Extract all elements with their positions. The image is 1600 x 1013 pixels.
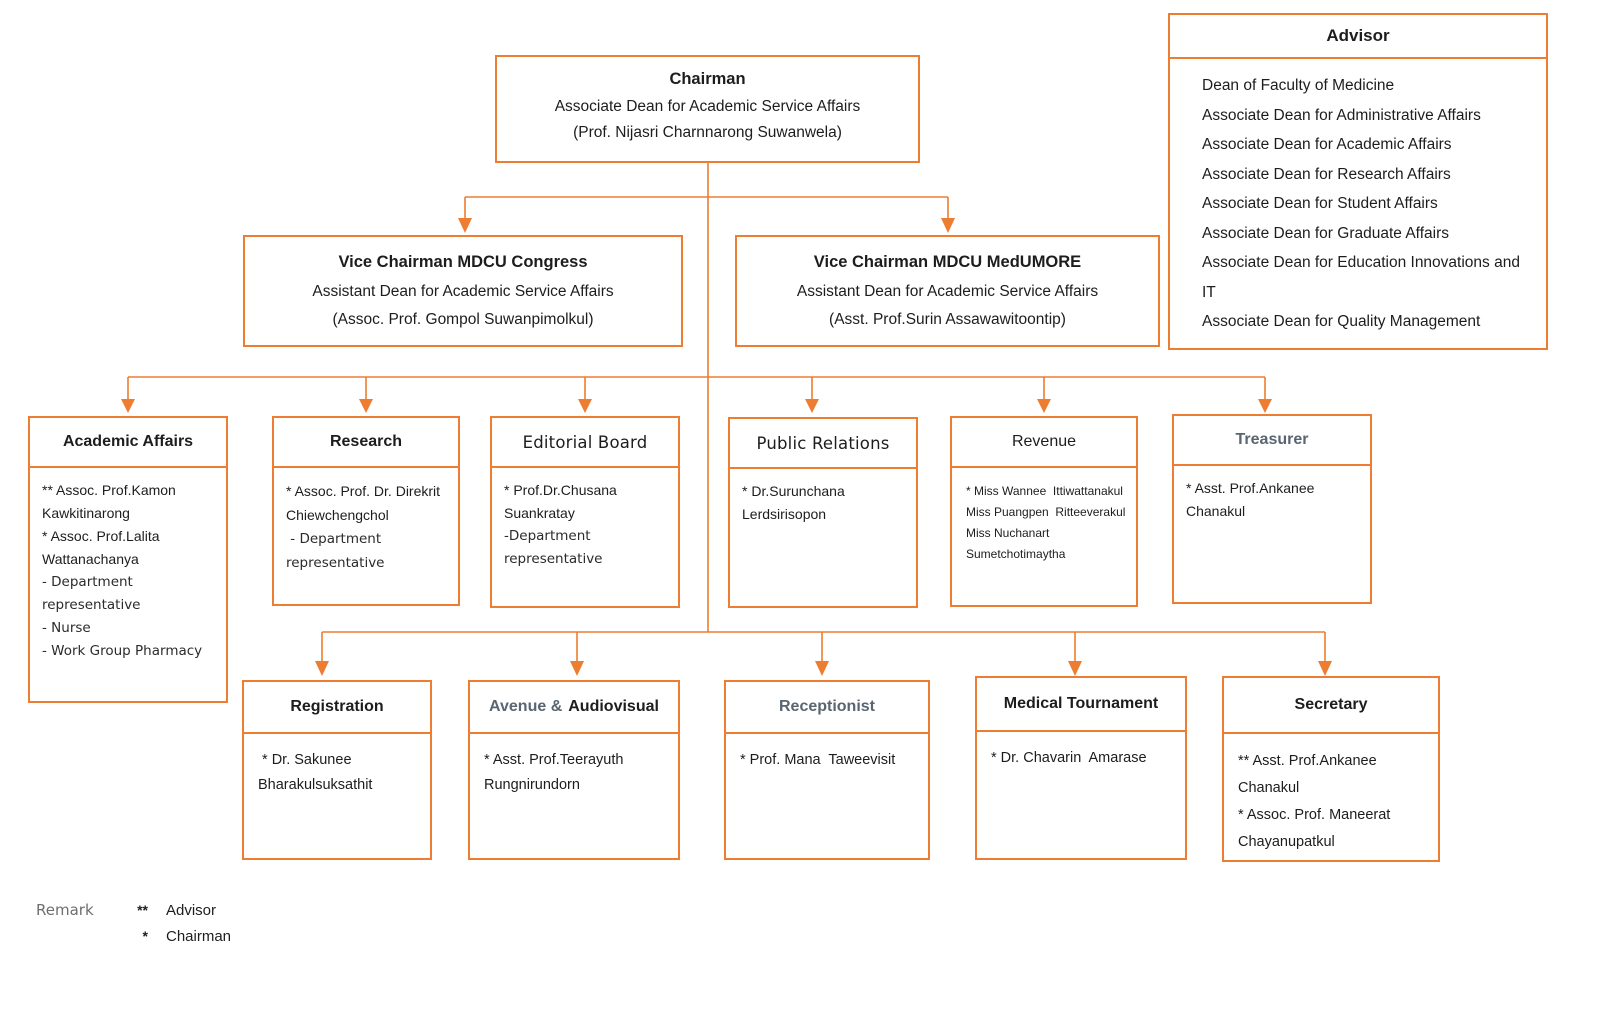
editorial-board-box: Editorial Board * Prof.Dr.Chusana Suankr… <box>490 416 680 608</box>
public-relations-box: Public Relations * Dr.Surunchana Lerdsir… <box>728 417 918 608</box>
member-line: * Assoc. Prof. Maneerat Chayanupatkul <box>1238 807 1395 850</box>
editorial-board-title: Editorial Board <box>492 418 678 468</box>
member-line: * Assoc. Prof.Lalita Wattanachanya <box>42 528 164 567</box>
editorial-board-members: * Prof.Dr.Chusana Suankratay -Department … <box>492 468 678 571</box>
treasurer-box: Treasurer * Asst. Prof.Ankanee Chanakul <box>1172 414 1372 604</box>
advisor-member: Dean of Faculty of Medicine <box>1202 77 1395 94</box>
vc-medumore-person: (Asst. Prof.Surin Assawawitoontip) <box>829 311 1066 328</box>
arrow-down-icon <box>1068 661 1082 676</box>
treasurer-title: Treasurer <box>1174 416 1370 466</box>
advisor-title: Advisor <box>1170 15 1546 59</box>
research-box: Research * Assoc. Prof. Dr. Direkrit Chi… <box>272 416 460 606</box>
chairman-person: (Prof. Nijasri Charnnarong Suwanwela) <box>573 124 842 141</box>
remark-symbol-chairman: * <box>142 928 148 944</box>
public-relations-members: * Dr.Surunchana Lerdsirisopon <box>730 469 916 526</box>
advisor-member: Associate Dean for Education Innovations… <box>1202 254 1525 301</box>
arrow-down-icon <box>570 661 584 676</box>
member-line: - Department representative <box>42 574 141 613</box>
revenue-title: Revenue <box>952 418 1136 468</box>
public-relations-title: Public Relations <box>730 419 916 469</box>
arrow-down-icon <box>458 218 472 233</box>
member-line: * Prof.Dr.Chusana Suankratay <box>504 482 625 521</box>
remark-meaning-advisor: Advisor <box>166 902 217 919</box>
remark-symbol-advisor: ** <box>137 902 148 918</box>
vice-chairman-medumore-box: Vice Chairman MDCU MedUMORE Assistant De… <box>735 235 1160 347</box>
advisor-member: Associate Dean for Administrative Affair… <box>1202 106 1481 124</box>
arrow-down-icon <box>941 218 955 233</box>
member-line: * Dr. Sakunee Bharakulsuksathit <box>258 752 373 793</box>
receptionist-members: * Prof. Mana Taweevisit <box>726 734 928 773</box>
medical-tournament-title: Medical Tournament <box>977 678 1185 732</box>
vice-chairman-congress-box: Vice Chairman MDCU Congress Assistant De… <box>243 235 683 347</box>
member-line: * Dr. Chavarin Amarase <box>991 750 1147 766</box>
vc-congress-title: Vice Chairman MDCU Congress <box>338 253 588 271</box>
arrow-down-icon <box>359 399 373 413</box>
avenue-audiovisual-members: * Asst. Prof.Teerayuth Rungnirundorn <box>470 734 678 798</box>
member-line: Miss Puangpen Ritteeverakul <box>966 505 1126 519</box>
avenue-audiovisual-box: Avenue & Audiovisual * Asst. Prof.Teeray… <box>468 680 680 860</box>
arrow-down-icon <box>805 399 819 413</box>
academic-affairs-title: Academic Affairs <box>30 418 226 468</box>
secretary-members: ** Asst. Prof.Ankanee Chanakul * Assoc. P… <box>1224 734 1438 856</box>
secretary-title: Secretary <box>1224 678 1438 734</box>
vc-congress-subtitle: Assistant Dean for Academic Service Affa… <box>312 283 614 300</box>
member-line: * Prof. Mana Taweevisit <box>740 752 896 768</box>
avenue-audiovisual-title: Avenue & Audiovisual <box>470 682 678 734</box>
audiovisual-title-part: Audiovisual <box>568 698 659 715</box>
arrow-down-icon <box>121 399 135 413</box>
avenue-title-part: Avenue & <box>489 698 563 715</box>
member-line: - Department representative <box>286 531 386 571</box>
arrow-down-icon <box>815 661 829 676</box>
arrow-down-icon <box>1318 661 1332 676</box>
arrow-down-icon <box>1258 399 1272 413</box>
remark-meaning-chairman: Chairman <box>166 928 232 945</box>
member-line: * Dr.Surunchana Lerdsirisopon <box>742 483 849 522</box>
member-line: - Work Group Pharmacy <box>42 643 203 659</box>
arrow-down-icon <box>578 399 592 413</box>
advisor-member: Associate Dean for Academic Affairs <box>1202 136 1452 153</box>
advisor-member: Associate Dean for Graduate Affairs <box>1202 224 1449 242</box>
member-line: * Assoc. Prof. Dr. Direkrit Chiewchengch… <box>286 483 444 523</box>
research-title: Research <box>274 418 458 468</box>
vc-medumore-title: Vice Chairman MDCU MedUMORE <box>813 253 1082 271</box>
academic-affairs-box: Academic Affairs ** Assoc. Prof.Kamon Ka… <box>28 416 228 703</box>
secretary-box: Secretary ** Asst. Prof.Ankanee Chanakul… <box>1222 676 1440 862</box>
registration-members: * Dr. Sakunee Bharakulsuksathit <box>244 734 430 798</box>
medical-tournament-box: Medical Tournament * Dr. Chavarin Amaras… <box>975 676 1187 860</box>
advisor-member: Associate Dean for Quality Management <box>1202 313 1481 330</box>
registration-title: Registration <box>244 682 430 734</box>
chairman-title: Chairman <box>669 70 746 88</box>
academic-affairs-members: ** Assoc. Prof.Kamon Kawkitinarong * Asso… <box>30 468 226 663</box>
chairman-subtitle: Associate Dean for Academic Service Affa… <box>554 98 861 115</box>
registration-box: Registration * Dr. Sakunee Bharakulsuksa… <box>242 680 432 860</box>
remark-label: Remark <box>36 901 94 919</box>
treasurer-members: * Asst. Prof.Ankanee Chanakul <box>1174 466 1370 523</box>
advisor-member: Associate Dean for Research Affairs <box>1202 165 1451 183</box>
advisor-member: Associate Dean for Student Affairs <box>1202 195 1438 212</box>
vc-congress-person: (Assoc. Prof. Gompol Suwanpimolkul) <box>332 311 594 328</box>
member-line: * Asst. Prof.Ankanee Chanakul <box>1186 480 1319 519</box>
research-members: * Assoc. Prof. Dr. Direkrit Chiewchengch… <box>274 468 458 575</box>
member-line: - Nurse <box>42 620 91 636</box>
vc-medumore-subtitle: Assistant Dean for Academic Service Affa… <box>796 283 1099 300</box>
member-line: ** Assoc. Prof.Kamon Kawkitinarong <box>42 482 180 521</box>
receptionist-box: Receptionist * Prof. Mana Taweevisit <box>724 680 930 860</box>
arrow-down-icon <box>1037 399 1051 413</box>
receptionist-title: Receptionist <box>726 682 928 734</box>
member-line: -Department representative <box>504 528 603 567</box>
member-line: * Asst. Prof.Teerayuth Rungnirundorn <box>484 752 628 793</box>
remark: Remark ** Advisor * Chairman <box>36 901 231 945</box>
member-line: * Miss Wannee Ittiwattanakul <box>966 484 1123 498</box>
chairman-box: Chairman Associate Dean for Academic Ser… <box>495 55 920 163</box>
arrow-down-icon <box>315 661 329 676</box>
member-line: Miss Nuchanart Sumetchotimaytha <box>966 526 1066 561</box>
medical-tournament-members: * Dr. Chavarin Amarase <box>977 732 1185 771</box>
member-line: ** Asst. Prof.Ankanee Chanakul <box>1238 753 1381 796</box>
